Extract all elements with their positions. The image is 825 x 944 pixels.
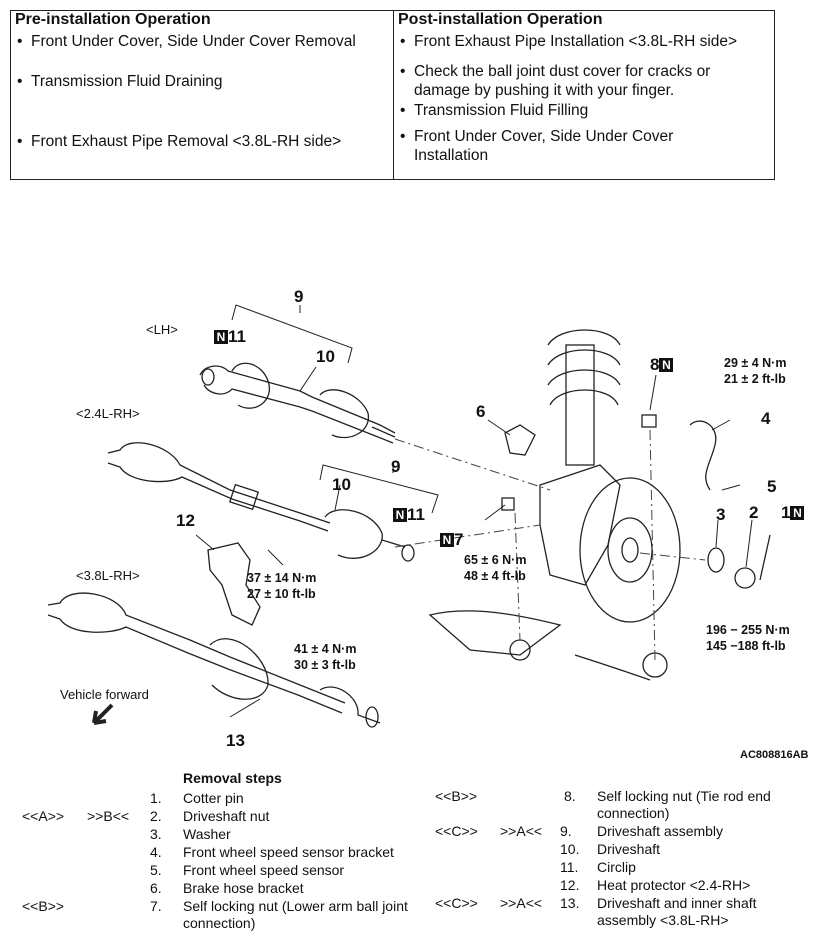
step-text: Circlip	[597, 859, 636, 875]
step-text: Cotter pin	[183, 790, 244, 806]
step-number: 3.	[150, 826, 162, 842]
callout-6: 6	[476, 402, 486, 421]
step-text: Driveshaft nut	[183, 808, 270, 824]
step-text: Washer	[183, 826, 231, 842]
pre-installation-column: Pre-installation Operation Front Under C…	[11, 11, 394, 179]
step-number: 1.	[150, 790, 162, 806]
callout-9: 9	[391, 457, 401, 476]
step-text: Driveshaft and inner shaft assembly <3.8…	[597, 895, 757, 928]
n-mark-icon: N	[790, 506, 805, 520]
callout-10: 10	[316, 347, 335, 366]
rh38-driveshaft	[47, 592, 381, 728]
callout-10: 10	[332, 475, 351, 494]
operations-table: Pre-installation Operation Front Under C…	[10, 10, 775, 180]
step-number: 12.	[560, 877, 580, 893]
self-locking-nut-8	[641, 414, 657, 428]
post-item: Front Exhaust Pipe Installation <3.8L-RH…	[396, 32, 784, 51]
callout-13: 13	[226, 731, 245, 750]
step-text: Driveshaft	[597, 841, 661, 857]
step-number: 9.	[560, 823, 572, 839]
step-text: Self locking nut (Lower arm ball joint c…	[183, 898, 408, 931]
step-text: Self locking nut (Tie rod end connection…	[597, 788, 771, 821]
brake-hose-bracket	[504, 424, 536, 456]
diagram-illustration	[47, 304, 771, 728]
step-marker: >>A<<	[500, 823, 543, 839]
rh38-label: <3.8L-RH>	[76, 568, 140, 583]
lh-label: <LH>	[146, 322, 178, 337]
n-mark-icon: N	[393, 508, 407, 522]
n-mark-icon: N	[659, 358, 674, 372]
speed-sensor	[689, 420, 717, 491]
pre-item: Front Under Cover, Side Under Cover Remo…	[13, 32, 401, 51]
callout-5: 5	[767, 477, 777, 496]
step-marker: >>B<<	[87, 808, 130, 824]
step-marker: <<B>>	[435, 788, 478, 804]
vehicle-forward-label: Vehicle forward	[60, 687, 149, 702]
step-number: 4.	[150, 844, 162, 860]
pre-item: Transmission Fluid Draining	[13, 72, 401, 91]
step-number: 10.	[560, 841, 580, 857]
washer	[707, 547, 725, 573]
callout-4: 4	[761, 409, 771, 428]
step-marker: <<B>>	[22, 898, 65, 914]
step-number: 5.	[150, 862, 162, 878]
cotter-pin	[759, 534, 771, 581]
step-text: Brake hose bracket	[183, 880, 304, 896]
callout-2: 2	[749, 503, 759, 522]
self-locking-nut-7	[501, 497, 515, 511]
forward-arrow	[92, 703, 114, 725]
heat-protector	[207, 542, 261, 626]
step-text: Driveshaft assembly	[597, 823, 724, 839]
lh-driveshaft	[199, 362, 396, 444]
step-marker: <<C>>	[435, 895, 478, 911]
step-text: Front wheel speed sensor	[183, 862, 345, 878]
post-item: Front Under Cover, Side Under Cover Inst…	[396, 127, 714, 165]
driveshaft-nut	[734, 567, 756, 589]
post-installation-title: Post-installation Operation	[398, 11, 603, 28]
step-text: Front wheel speed sensor bracket	[183, 844, 394, 860]
step-marker: <<C>>	[435, 823, 478, 839]
step-number: 7.	[150, 898, 162, 914]
removal-steps-header: Removal steps	[183, 770, 282, 786]
step-number: 13.	[560, 895, 580, 911]
step-marker: >>A<<	[500, 895, 543, 911]
step-number: 8.	[564, 788, 576, 804]
callout-12: 12	[176, 511, 195, 530]
step-number: 6.	[150, 880, 162, 896]
post-installation-column: Post-installation Operation Front Exhaus…	[394, 11, 774, 179]
post-item: Check the ball joint dust cover for crac…	[396, 62, 759, 100]
n-mark-icon: N	[214, 330, 228, 344]
pre-installation-title: Pre-installation Operation	[15, 11, 211, 28]
step-text: Heat protector <2.4-RH>	[597, 877, 751, 893]
rh24-label: <2.4L-RH>	[76, 406, 140, 421]
step-marker: <<A>>	[22, 808, 65, 824]
n-mark-icon: N	[440, 533, 454, 547]
callout-9: 9	[294, 287, 304, 306]
post-item: Transmission Fluid Filling	[396, 101, 759, 120]
driveshaft-exploded-diagram: <LH> <2.4L-RH> <3.8L-RH> Vehicle forward…	[0, 285, 825, 761]
callout-3: 3	[716, 505, 726, 524]
step-number: 2.	[150, 808, 162, 824]
pre-item: Front Exhaust Pipe Removal <3.8L-RH side…	[13, 132, 401, 151]
figure-code: AC808816AB	[740, 749, 809, 761]
removal-steps: Removal steps 1. Cotter pin 2. Driveshaf…	[0, 768, 825, 944]
step-number: 11.	[560, 859, 579, 875]
rh24-driveshaft	[107, 442, 415, 562]
knuckle-assembly	[428, 329, 681, 681]
